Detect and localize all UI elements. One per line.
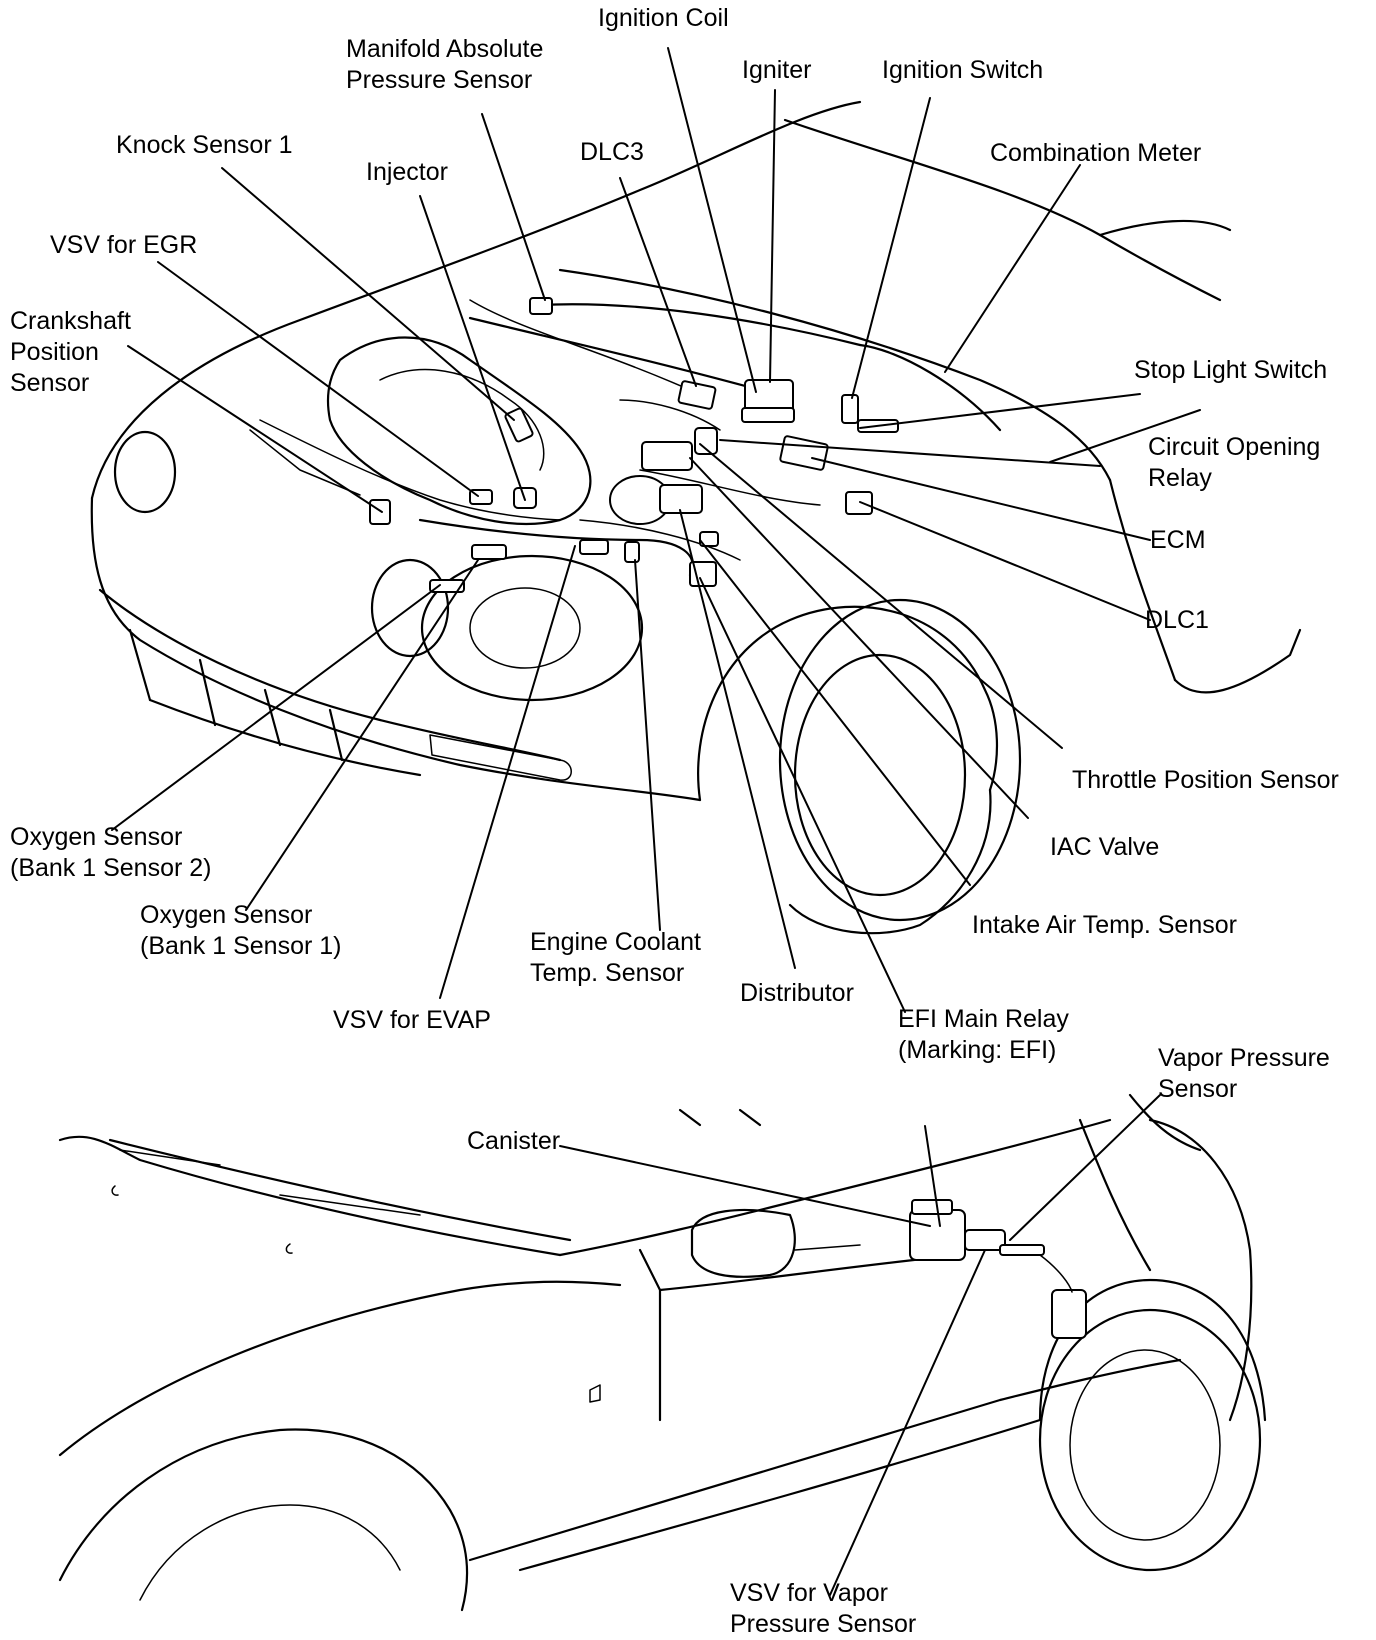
label-line: Igniter <box>742 56 812 84</box>
top-car-body <box>90 100 1302 935</box>
label-line: Canister <box>467 1127 561 1155</box>
label-knock-sensor-1: Knock Sensor 1 <box>116 130 293 161</box>
label-line: Combination Meter <box>990 139 1202 167</box>
label-line: DLC3 <box>580 138 644 166</box>
label-vsv-for-vapor-pressure-sensor: VSV for Vapor Pressure Sensor <box>730 1578 916 1640</box>
label-igniter: Igniter <box>742 55 811 86</box>
label-line: (Marking: EFI) <box>898 1036 1057 1064</box>
label-line: Pressure Sensor <box>346 66 533 94</box>
leader-lines <box>111 47 1201 1596</box>
label-line: Intake Air Temp. Sensor <box>972 911 1237 939</box>
label-iac-valve: IAC Valve <box>1050 832 1159 863</box>
label-line: Oxygen Sensor <box>10 823 183 851</box>
label-line: Injector <box>366 158 448 186</box>
label-line: Engine Coolant <box>530 928 701 956</box>
label-crankshaft-position-sensor: Crankshaft Position Sensor <box>10 306 131 399</box>
label-line: Manifold Absolute <box>346 35 544 63</box>
label-line: Knock Sensor 1 <box>116 131 293 159</box>
label-line: Sensor <box>10 369 90 397</box>
label-line: Vapor Pressure <box>1158 1044 1330 1072</box>
label-line: VSV for EVAP <box>333 1006 491 1034</box>
label-line: Throttle Position Sensor <box>1072 766 1339 794</box>
label-ecm: ECM <box>1150 525 1206 556</box>
label-engine-coolant-temp-sensor: Engine Coolant Temp. Sensor <box>530 927 701 989</box>
label-circuit-opening-relay: Circuit Opening Relay <box>1148 432 1320 494</box>
label-line: IAC Valve <box>1050 833 1160 861</box>
label-line: Crankshaft <box>10 307 131 335</box>
label-dlc3: DLC3 <box>580 137 644 168</box>
label-line: DLC1 <box>1145 606 1209 634</box>
label-efi-main-relay: EFI Main Relay (Marking: EFI) <box>898 1004 1069 1066</box>
label-vsv-for-egr: VSV for EGR <box>50 230 197 261</box>
label-line: Stop Light Switch <box>1134 356 1328 384</box>
label-line: (Bank 1 Sensor 2) <box>10 854 212 882</box>
label-line: VSV for Vapor <box>730 1579 888 1607</box>
label-line: Circuit Opening <box>1148 433 1321 461</box>
label-line: EFI Main Relay <box>898 1005 1069 1033</box>
label-ignition-switch: Ignition Switch <box>882 55 1043 86</box>
label-line: Ignition Switch <box>882 56 1044 84</box>
label-vapor-pressure-sensor: Vapor Pressure Sensor <box>1158 1043 1330 1105</box>
label-line: Relay <box>1148 464 1212 492</box>
bottom-car-body <box>58 1093 1267 1612</box>
label-distributor: Distributor <box>740 978 854 1009</box>
label-line: Sensor <box>1158 1075 1238 1103</box>
label-line: Temp. Sensor <box>530 959 685 987</box>
label-injector: Injector <box>366 157 448 188</box>
label-oxygen-sensor-bank1-sensor1: Oxygen Sensor (Bank 1 Sensor 1) <box>140 900 342 962</box>
label-vsv-for-evap: VSV for EVAP <box>333 1005 491 1036</box>
label-intake-air-temp-sensor: Intake Air Temp. Sensor <box>972 910 1237 941</box>
label-oxygen-sensor-bank1-sensor2: Oxygen Sensor (Bank 1 Sensor 2) <box>10 822 212 884</box>
label-ignition-coil: Ignition Coil <box>598 3 729 34</box>
label-line: Oxygen Sensor <box>140 901 313 929</box>
label-line: Pressure Sensor <box>730 1610 917 1638</box>
label-canister: Canister <box>467 1126 560 1157</box>
label-manifold-absolute-pressure-sensor: Manifold Absolute Pressure Sensor <box>346 34 543 96</box>
label-dlc1: DLC1 <box>1145 605 1209 636</box>
label-line: ECM <box>1150 526 1206 554</box>
label-line: VSV for EGR <box>50 231 198 259</box>
label-line: Position <box>10 338 99 366</box>
label-throttle-position-sensor: Throttle Position Sensor <box>1072 765 1339 796</box>
label-line: (Bank 1 Sensor 1) <box>140 932 342 960</box>
label-line: Ignition Coil <box>598 4 729 32</box>
label-combination-meter: Combination Meter <box>990 138 1201 169</box>
label-line: Distributor <box>740 979 854 1007</box>
label-stop-light-switch: Stop Light Switch <box>1134 355 1327 386</box>
